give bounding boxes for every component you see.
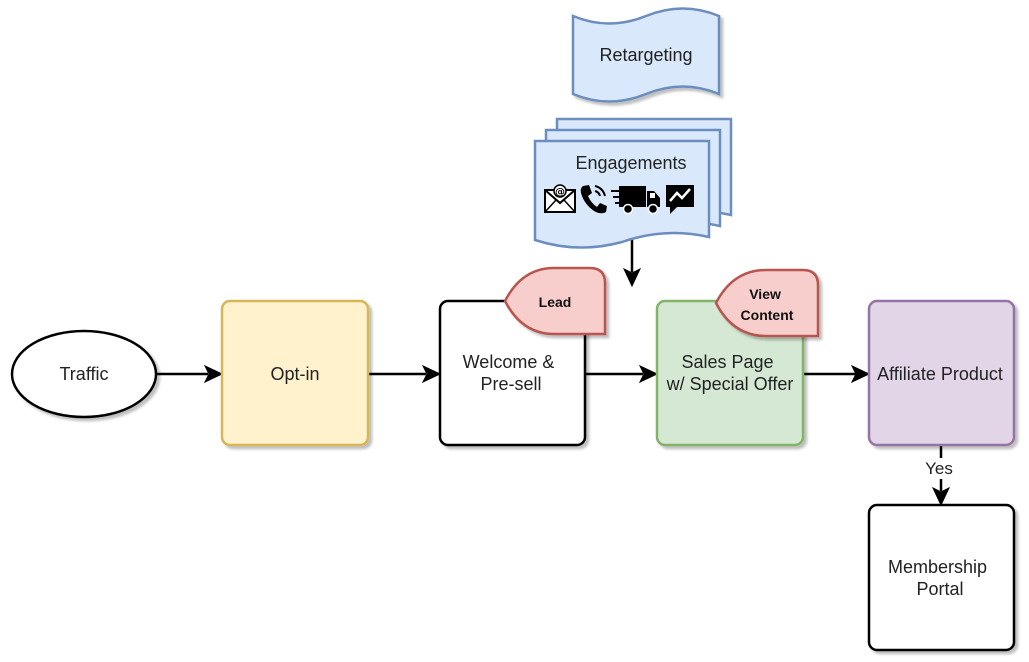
node-sales-line-1: Sales Page <box>681 352 773 372</box>
node-retargeting[interactable]: Retargeting <box>571 7 721 103</box>
node-traffic[interactable]: Traffic <box>10 329 158 419</box>
arrowhead-membership <box>931 486 951 507</box>
node-welcome-label: Welcome & Pre-sell <box>463 352 560 394</box>
tag-lead-label: Lead <box>539 294 572 310</box>
node-affiliate-product[interactable]: Affiliate Product <box>867 299 1016 447</box>
arrowhead-welcome <box>421 364 442 384</box>
svg-text:@: @ <box>555 187 565 198</box>
node-retargeting-label: Retargeting <box>599 45 692 65</box>
node-engagements-label: Engagements <box>575 153 686 173</box>
node-membership-line-2: Portal <box>916 579 963 599</box>
node-membership-portal[interactable]: Membership Portal <box>867 503 1016 652</box>
node-optin-label: Opt-in <box>270 364 319 384</box>
tag-view-content[interactable]: View Content <box>714 268 820 338</box>
arrowheads <box>203 267 951 507</box>
node-welcome[interactable]: Welcome & Pre-sell <box>438 299 587 447</box>
node-sales-line-2: w/ Special Offer <box>666 374 794 394</box>
arrowhead-sales <box>638 364 659 384</box>
delivery-truck-icon <box>611 186 660 215</box>
tag-view-content-label: View Content <box>741 286 794 323</box>
tag-lead[interactable]: Lead <box>503 266 607 336</box>
node-membership-label: Membership Portal <box>888 557 992 599</box>
node-affiliate-label: Affiliate Product <box>877 364 1003 384</box>
arrowhead-optin <box>203 364 224 384</box>
node-welcome-line-1: Welcome & <box>463 352 555 372</box>
node-sales-page-label: Sales Page w/ Special Offer <box>666 352 794 394</box>
arrowhead-engagements <box>622 267 642 288</box>
node-optin[interactable]: Opt-in <box>220 299 370 447</box>
edges <box>157 240 943 491</box>
phone-icon <box>580 185 607 214</box>
messenger-icon <box>666 185 694 214</box>
tag-view-line-2: Content <box>741 307 794 323</box>
node-welcome-line-2: Pre-sell <box>480 374 541 394</box>
node-traffic-label: Traffic <box>59 364 108 384</box>
email-icon: @ <box>544 184 576 213</box>
node-membership-line-1: Membership <box>888 557 987 577</box>
edge-label-yes: Yes <box>925 459 953 478</box>
arrowhead-affiliate <box>850 364 871 384</box>
tag-view-line-1: View <box>749 286 781 302</box>
node-engagements[interactable]: Engagements @ <box>533 117 733 249</box>
